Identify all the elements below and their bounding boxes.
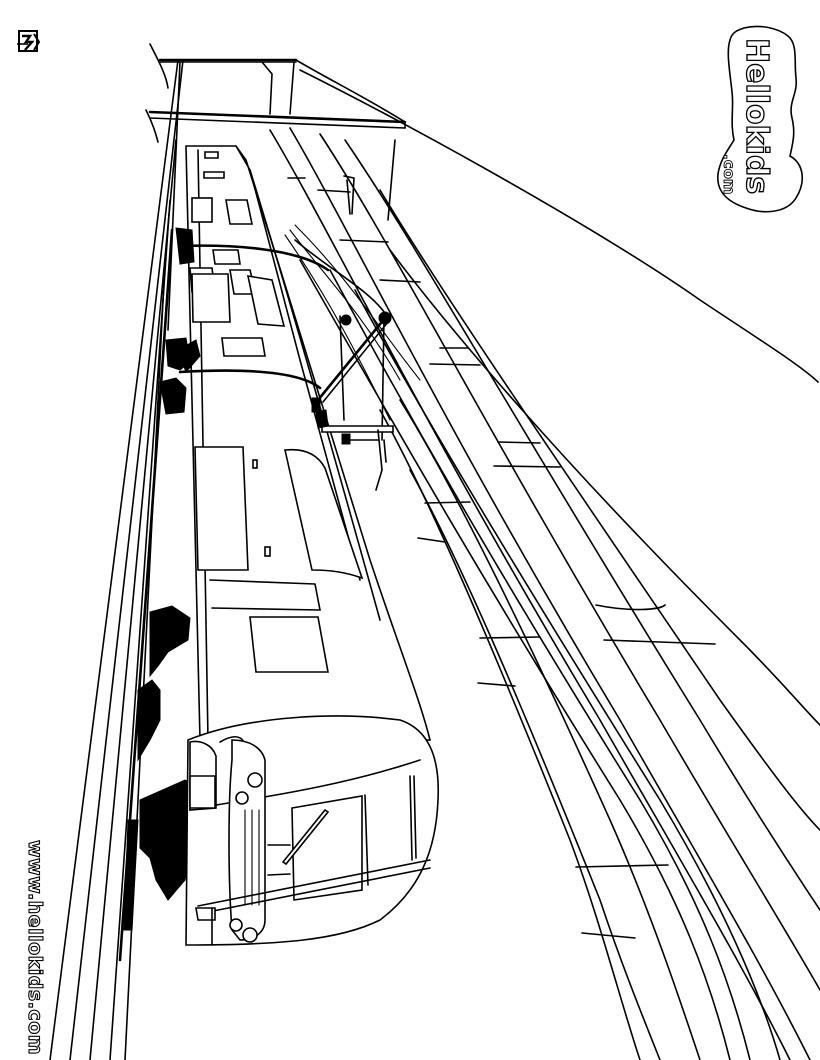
pantograph-joint-1: [340, 314, 352, 326]
logo-blob-icon: [717, 25, 803, 213]
near-rails: [49, 59, 184, 1060]
track-sleepers: [287, 177, 716, 939]
windshield-wiper: [281, 808, 330, 866]
headlight-lower-1: [229, 918, 243, 932]
train-locomotive: [123, 145, 432, 931]
catenary-gantry: [148, 58, 407, 331]
roof-hatch: [284, 448, 364, 580]
headlight-upper-2: [235, 791, 249, 805]
train-cab-nose: [185, 715, 440, 946]
headlight-lower-2: [242, 927, 258, 943]
railway-tracks: [269, 127, 820, 1060]
headlight-upper-1: [247, 772, 263, 788]
pantograph: [311, 311, 394, 491]
pantograph-joint-2: [378, 311, 392, 325]
windshield: [291, 795, 363, 901]
hellokids-logo: Hellokids .com: [708, 22, 808, 218]
signature-mark-icon: [17, 30, 41, 52]
